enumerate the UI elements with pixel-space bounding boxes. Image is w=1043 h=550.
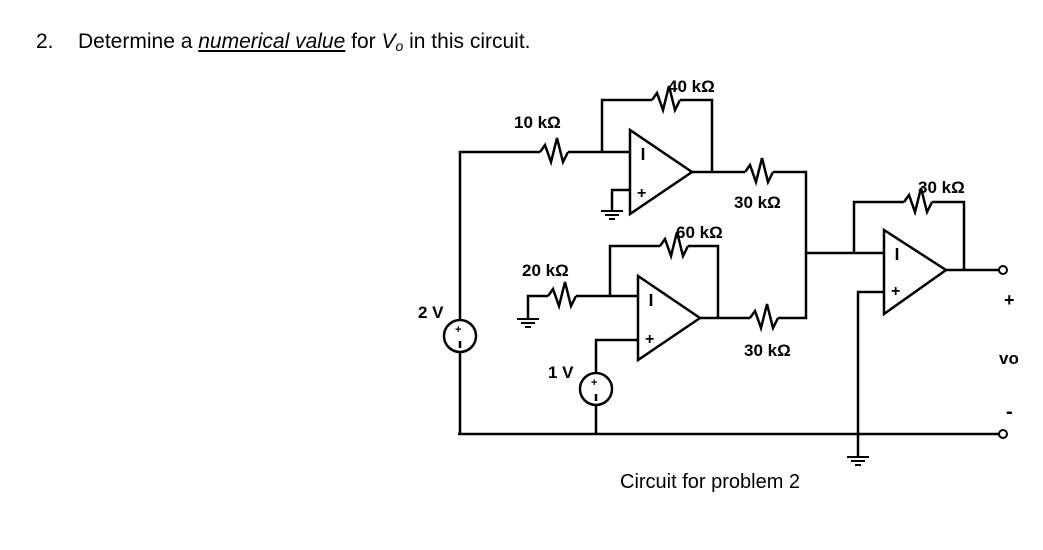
output-terminals bbox=[998, 265, 1008, 439]
resistor-30k-top bbox=[743, 157, 775, 187]
label-10k: 10 kΩ bbox=[514, 113, 561, 132]
output-minus: - bbox=[1006, 401, 1013, 423]
label-30k-top: 30 kΩ bbox=[734, 193, 781, 212]
svg-text:+: + bbox=[591, 377, 597, 389]
figure-caption: Circuit for problem 2 bbox=[620, 471, 800, 493]
problem-text-after: in this circuit. bbox=[403, 30, 531, 53]
opamp-1: + bbox=[628, 127, 695, 217]
svg-text:+: + bbox=[637, 185, 646, 202]
resistor-60k bbox=[658, 231, 690, 261]
ground-icon bbox=[517, 318, 539, 328]
resistor-20k bbox=[546, 281, 578, 311]
svg-text:+: + bbox=[891, 283, 900, 300]
problem-number: 2. bbox=[36, 30, 54, 53]
opamp-2: + bbox=[636, 273, 703, 363]
resistor-30k-bottom bbox=[748, 303, 780, 333]
output-vo-label: vo bbox=[999, 349, 1019, 368]
problem-text-middle: for bbox=[345, 30, 382, 53]
problem-emphasis: numerical value bbox=[198, 30, 346, 53]
label-1v: 1 V bbox=[548, 363, 574, 382]
label-60k: 60 kΩ bbox=[676, 223, 723, 242]
label-30k-bottom: 30 kΩ bbox=[744, 341, 791, 360]
output-plus: + bbox=[1004, 290, 1015, 310]
problem-symbol-subscript: o bbox=[395, 38, 404, 54]
problem-text-before: Determine a bbox=[78, 30, 199, 53]
circuit-wires bbox=[458, 98, 1000, 456]
resistor-40k bbox=[650, 85, 682, 115]
voltage-source-2v: + bbox=[442, 318, 478, 354]
voltage-source-1v: + bbox=[578, 371, 614, 407]
label-20k: 20 kΩ bbox=[522, 261, 569, 280]
ground-icon bbox=[601, 210, 623, 220]
label-40k: 40 kΩ bbox=[668, 77, 715, 96]
resistor-10k bbox=[538, 137, 570, 167]
problem-statement: 2. Determine a numerical value for Vo in … bbox=[36, 30, 531, 54]
svg-text:+: + bbox=[645, 331, 654, 348]
ground-icon bbox=[847, 456, 869, 466]
opamp-3: + bbox=[882, 227, 949, 317]
resistor-30k-feedback bbox=[902, 187, 934, 217]
problem-symbol: V bbox=[381, 30, 396, 53]
svg-text:+: + bbox=[455, 324, 461, 336]
label-2v: 2 V bbox=[418, 303, 444, 322]
label-30k-feedback: 30 kΩ bbox=[918, 178, 965, 197]
